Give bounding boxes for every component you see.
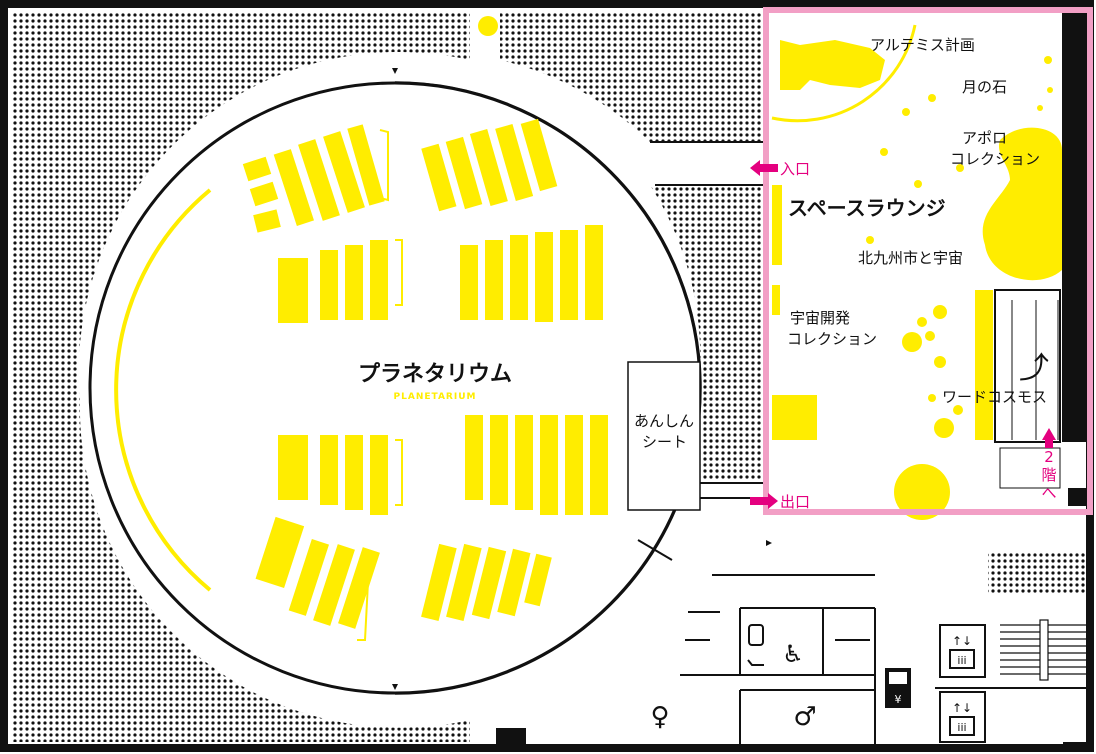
anshin-label-2: シート [642, 433, 687, 451]
space-lounge-area: ⤴ [768, 12, 1062, 520]
accessible-toilet-icon: ♿ [782, 640, 804, 668]
entrance-label: 入口 [780, 160, 810, 178]
space-lounge-title: スペースラウンジ [788, 196, 946, 220]
planetarium-title-en: PLANETARIUM [394, 392, 477, 402]
planetarium-dome [88, 81, 702, 695]
apollo-label-1: アポロ [962, 129, 1007, 147]
to-2f-label-3: へ [1041, 484, 1056, 502]
moon-rock-label: 月の石 [962, 78, 1007, 96]
space-dev-label-1: 宇宙開発 [790, 309, 850, 327]
artemis-label: アルテミス計画 [870, 36, 975, 54]
up-arrow-icon [1042, 428, 1056, 440]
baby-care-icon [747, 624, 764, 666]
kitakyushu-label: 北九州市と宇宙 [858, 249, 963, 267]
to-2f-label-1: 2 [1044, 448, 1054, 466]
exit-label: 出口 [780, 493, 810, 511]
svg-text:↑↓: ↑↓ [952, 634, 972, 648]
svg-text:¥: ¥ [895, 693, 902, 706]
anshin-seat-area [627, 361, 701, 511]
anshin-label-1: あんしん [634, 412, 694, 430]
escalator-icon: ⤴ [1019, 351, 1049, 386]
svg-text:iii: iii [957, 721, 966, 734]
toilet-male-icon: ♂ [793, 702, 816, 732]
to-2f-label-2: 階 [1041, 466, 1056, 484]
elevator-icon: ↑↓ iii [939, 691, 986, 743]
seat-blocks [242, 118, 608, 629]
planetarium-title: プラネタリウム [358, 362, 512, 387]
apollo-label-2: コレクション [950, 150, 1040, 168]
elevator-icon: ↑↓ iii [939, 624, 986, 678]
toilet-female-icon: ♀ [650, 702, 669, 732]
hatched-area [12, 12, 1086, 742]
svg-text:↑↓: ↑↓ [952, 701, 972, 715]
space-lounge-frame [763, 7, 1093, 515]
exit-arrow-icon [750, 493, 778, 509]
word-cosmos-label: ワードコスモス [942, 388, 1047, 406]
entrance-arrow-icon [750, 160, 778, 176]
ticket-machine-icon: ¥ [885, 668, 911, 708]
svg-text:iii: iii [957, 654, 966, 667]
space-dev-label-2: コレクション [787, 330, 877, 348]
